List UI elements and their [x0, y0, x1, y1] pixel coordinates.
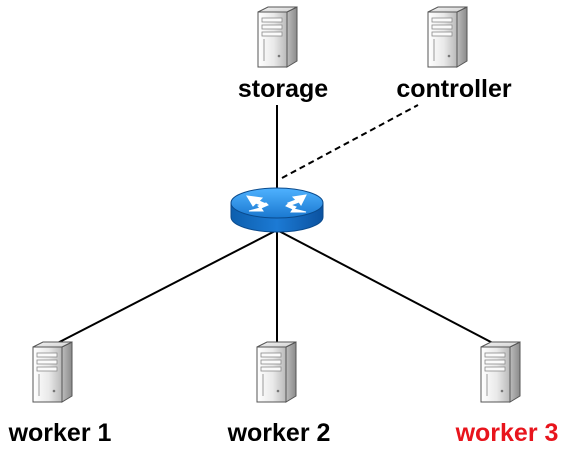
server-icon	[427, 6, 468, 68]
worker-1-label: worker 1	[8, 419, 112, 447]
server-icon	[257, 6, 298, 68]
server-icon	[480, 341, 521, 403]
server-icon	[32, 341, 73, 403]
link-router-worker-1	[39, 229, 278, 353]
worker-3-node: worker 3	[455, 341, 559, 447]
router-icon	[230, 187, 324, 233]
worker-2-label: worker 2	[227, 419, 331, 447]
worker-1-node: worker 1	[8, 341, 112, 447]
link-router-controller	[281, 104, 419, 179]
server-icon	[256, 341, 297, 403]
storage-label: storage	[238, 75, 328, 103]
storage-node: storage	[238, 6, 328, 103]
router-node	[230, 187, 324, 233]
controller-node: controller	[396, 6, 512, 103]
worker-3-label: worker 3	[455, 419, 559, 447]
controller-label: controller	[396, 75, 512, 103]
worker-2-node: worker 2	[227, 341, 331, 447]
link-router-worker-3	[276, 229, 511, 353]
links	[39, 104, 511, 353]
